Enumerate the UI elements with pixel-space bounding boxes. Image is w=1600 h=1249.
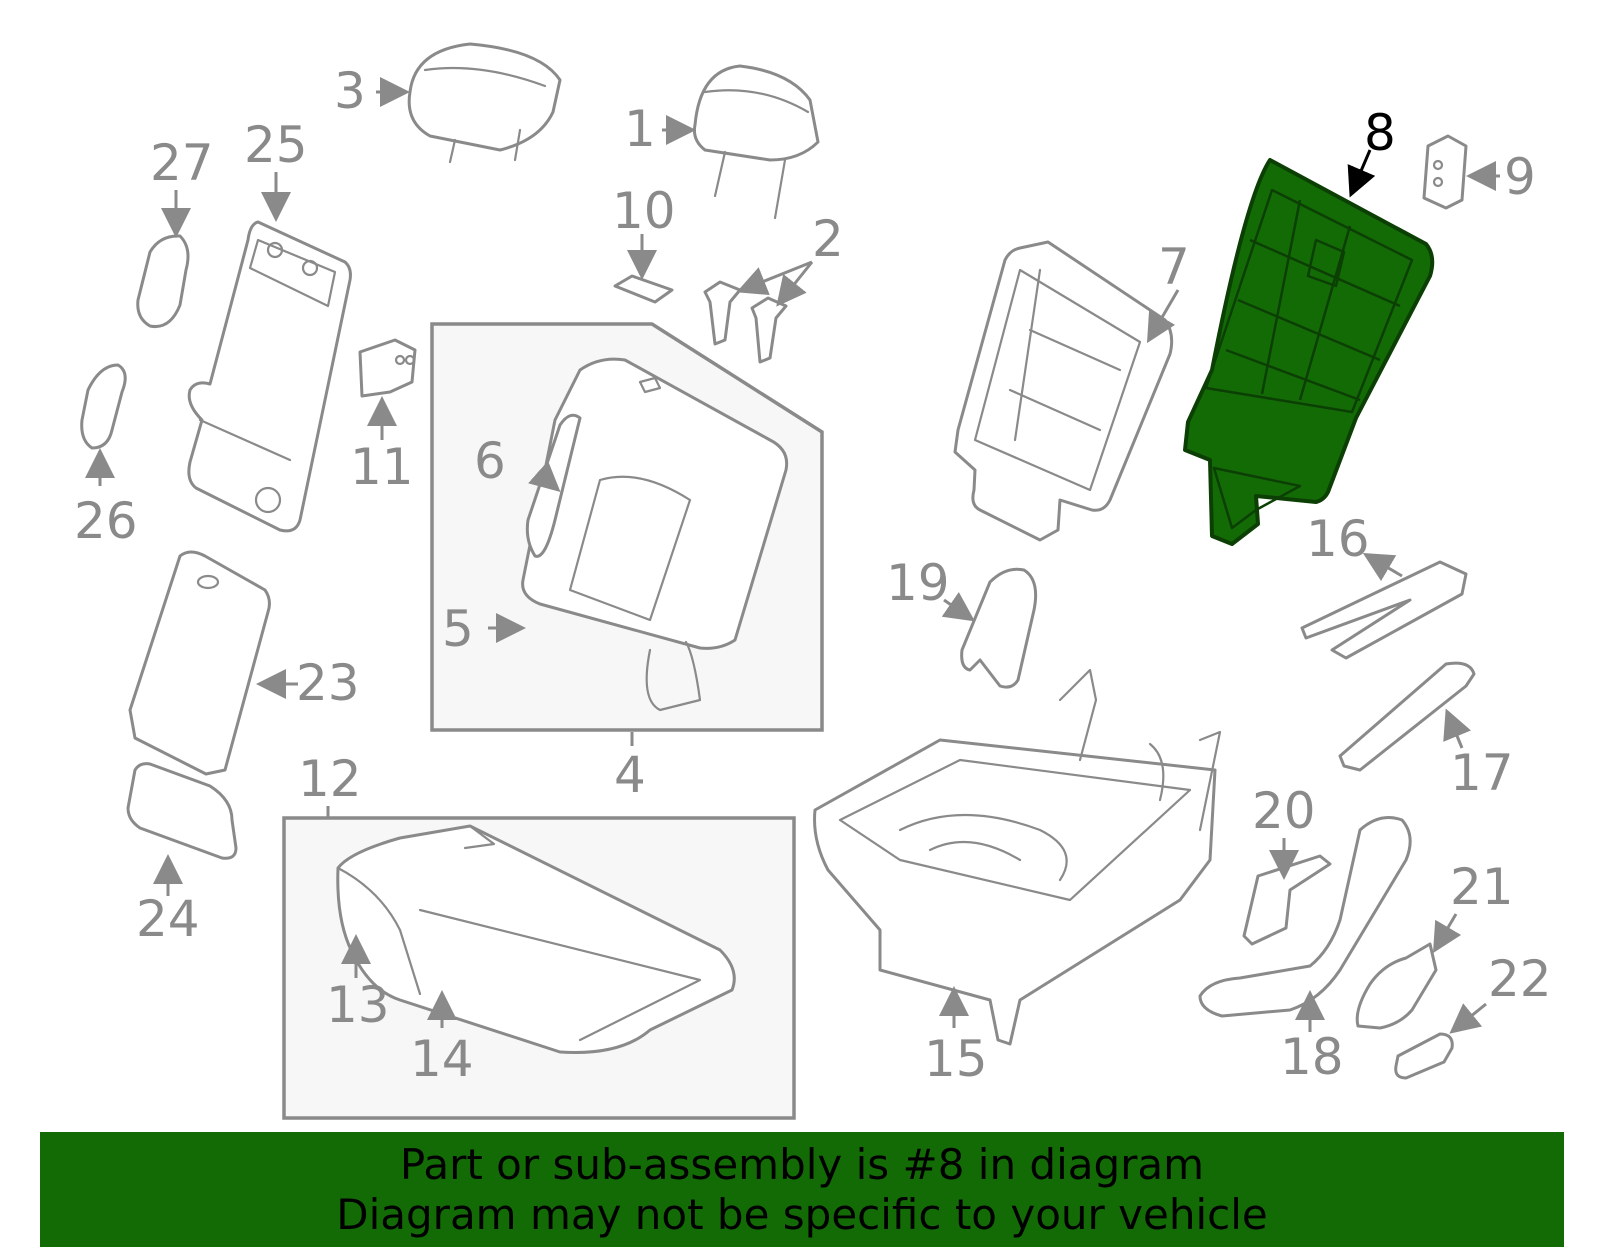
part-11-bracket[interactable]	[358, 338, 417, 398]
info-banner: Part or sub-assembly is #8 in diagram Di…	[40, 1132, 1564, 1247]
callout-8: 8	[1364, 104, 1396, 162]
part-26[interactable]	[80, 363, 127, 450]
part-16-trim[interactable]	[1300, 560, 1468, 660]
callout-5: 5	[442, 600, 474, 658]
part-15-seat-frame[interactable]	[813, 668, 1222, 1046]
callout-3: 3	[334, 62, 366, 120]
callout-13: 13	[326, 976, 390, 1034]
part-9-bracket[interactable]	[1422, 134, 1468, 210]
leader-lines	[85, 77, 1500, 1034]
parts-diagram: 3 1 10 2 27 25 26 11 6 5 4 12 13 14 7 8 …	[74, 42, 1552, 1120]
part-7-seatback-frame[interactable]	[953, 240, 1174, 542]
banner-line-1: Part or sub-assembly is #8 in diagram	[399, 1140, 1205, 1189]
callout-labels: 3 1 10 2 27 25 26 11 6 5 4 12 13 14 7 8 …	[74, 62, 1552, 1088]
part-22-knob[interactable]	[1394, 1032, 1454, 1080]
callout-6: 6	[474, 432, 506, 490]
callout-18: 18	[1280, 1028, 1344, 1086]
part-5-seatback-cover[interactable]	[521, 357, 789, 712]
callout-7: 7	[1158, 238, 1190, 296]
callout-27: 27	[150, 134, 214, 192]
part-1-headrest[interactable]	[693, 64, 820, 220]
banner-line-2: Diagram may not be specific to your vehi…	[336, 1190, 1268, 1239]
callout-10: 10	[612, 182, 676, 240]
part-2-guides[interactable]	[703, 280, 788, 364]
part-19-cover[interactable]	[960, 567, 1038, 689]
callout-1: 1	[624, 100, 656, 158]
part-21-cover[interactable]	[1355, 942, 1438, 1030]
callout-15: 15	[924, 1030, 988, 1088]
callout-24: 24	[136, 890, 200, 948]
callout-16: 16	[1306, 510, 1370, 568]
part-17-trim[interactable]	[1338, 661, 1476, 772]
part-23-side-panel[interactable]	[128, 550, 271, 776]
callout-25: 25	[244, 116, 308, 174]
callout-4: 4	[614, 746, 646, 804]
callout-19: 19	[886, 554, 950, 612]
callout-12: 12	[298, 750, 362, 808]
callout-26: 26	[74, 492, 138, 550]
callout-9: 9	[1504, 148, 1536, 206]
callout-11: 11	[350, 438, 414, 496]
callout-2: 2	[812, 210, 844, 268]
part-20-bracket[interactable]	[1242, 854, 1332, 946]
part-8-seatback-panel-selected[interactable]	[1183, 158, 1435, 546]
callout-22: 22	[1488, 950, 1552, 1008]
part-10[interactable]	[613, 274, 674, 304]
callout-17: 17	[1450, 744, 1514, 802]
part-27[interactable]	[136, 234, 190, 329]
callout-21: 21	[1450, 858, 1514, 916]
callout-23: 23	[296, 654, 360, 712]
part-25-back-panel[interactable]	[187, 220, 352, 533]
part-3-headrest[interactable]	[407, 42, 562, 164]
callout-14: 14	[410, 1030, 474, 1088]
part-18-side-shield[interactable]	[1198, 816, 1412, 1018]
callout-20: 20	[1252, 782, 1316, 840]
part-24[interactable]	[126, 762, 238, 860]
